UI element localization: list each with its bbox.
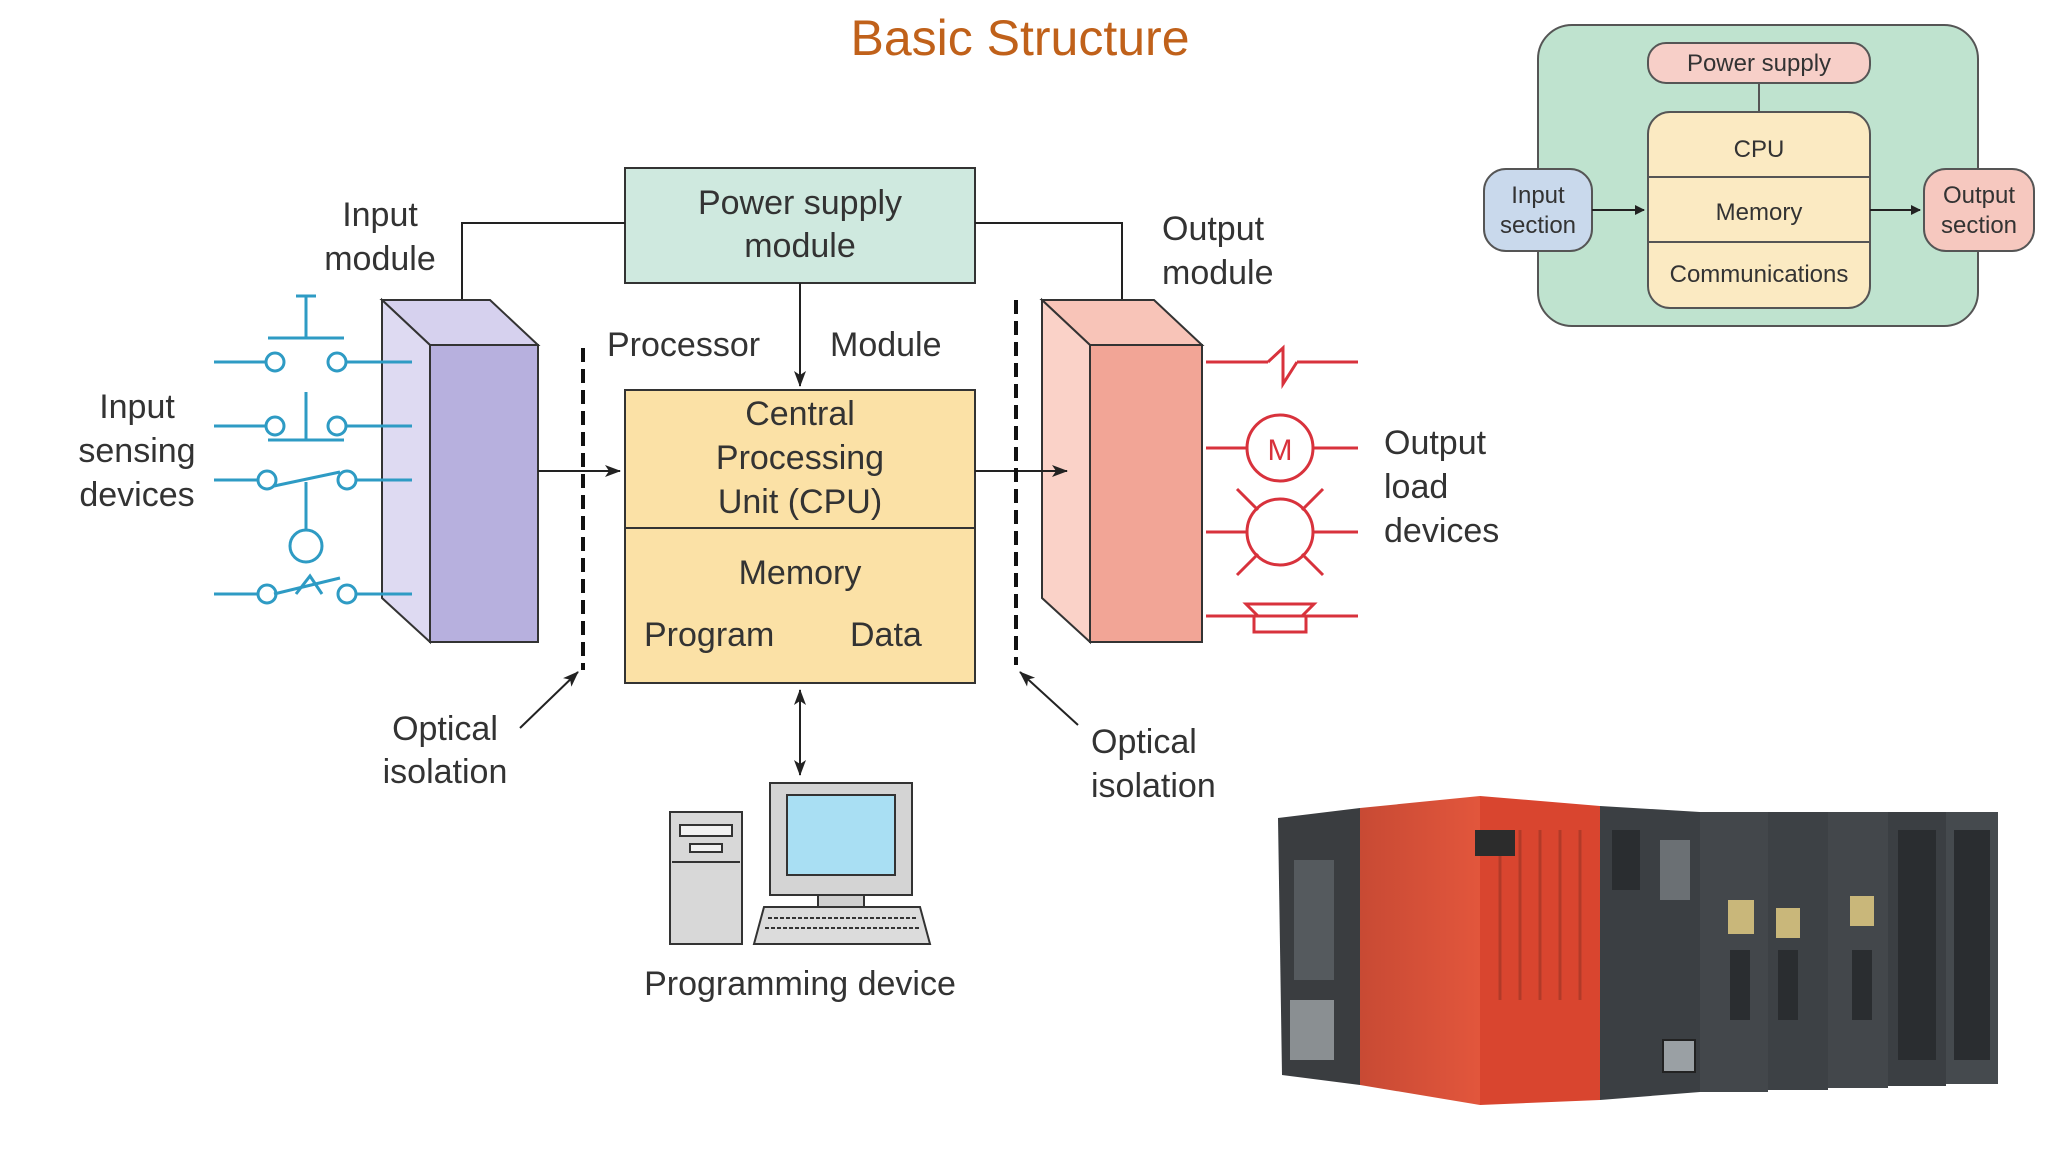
cpu-label-1: Central xyxy=(745,395,855,433)
memory-label: Memory xyxy=(739,554,862,592)
optical-isolation-right-2: isolation xyxy=(1091,767,1216,805)
optical-isolation-left-2: isolation xyxy=(383,753,508,791)
input-module-block xyxy=(379,297,541,645)
motor-symbol-label: M xyxy=(1268,434,1293,467)
optical-pointers xyxy=(519,671,1079,729)
data-label: Data xyxy=(850,616,922,654)
mini-block-diagram xyxy=(1483,24,2035,327)
program-label: Program xyxy=(644,616,774,654)
mini-output-section-label-1: Output xyxy=(1943,182,2015,209)
mini-communications-label: Communications xyxy=(1670,261,1849,288)
output-devices-label-2: load xyxy=(1384,468,1448,506)
output-loads xyxy=(1206,344,1358,634)
input-devices-label-1: Input xyxy=(99,388,175,426)
mini-memory-label: Memory xyxy=(1716,199,1803,226)
cpu-memory-box: Central Processing Unit (CPU) Memory Pro… xyxy=(624,389,976,684)
mini-power-supply-label: Power supply xyxy=(1687,50,1831,77)
power-supply-label-2: module xyxy=(744,227,856,265)
optical-isolation-right-1: Optical xyxy=(1091,723,1197,761)
input-module-label-1: Input xyxy=(342,196,418,234)
programming-device-label: Programming device xyxy=(644,965,956,1003)
power-supply-label-1: Power supply xyxy=(698,184,902,222)
power-supply-module: Power supply module xyxy=(624,167,976,284)
data-flow-arrows xyxy=(538,465,1068,776)
processor-label: Processor xyxy=(607,326,760,364)
input-switches xyxy=(214,294,412,605)
input-devices-label-3: devices xyxy=(79,476,194,514)
mini-input-section-label-1: Input xyxy=(1511,182,1565,209)
plc-hardware-photo xyxy=(1278,796,1998,1105)
module-label: Module xyxy=(830,326,942,364)
optical-isolation-left-1: Optical xyxy=(392,710,498,748)
input-devices-label-2: sensing xyxy=(78,432,195,470)
page-title: Basic Structure xyxy=(850,10,1189,66)
computer-icon xyxy=(669,782,932,945)
output-module-label-1: Output xyxy=(1162,210,1265,248)
cpu-label-2: Processing xyxy=(716,439,884,477)
output-module-label-2: module xyxy=(1162,254,1274,292)
cpu-label-3: Unit (CPU) xyxy=(718,483,882,521)
output-devices-label-3: devices xyxy=(1384,512,1499,550)
mini-output-section-label-2: section xyxy=(1941,212,2017,239)
input-module-label-2: module xyxy=(324,240,436,278)
mini-cpu-label: CPU xyxy=(1734,136,1785,163)
output-devices-label-1: Output xyxy=(1384,424,1487,462)
mini-input-section-label-2: section xyxy=(1500,212,1576,239)
power-wires xyxy=(456,222,1128,387)
